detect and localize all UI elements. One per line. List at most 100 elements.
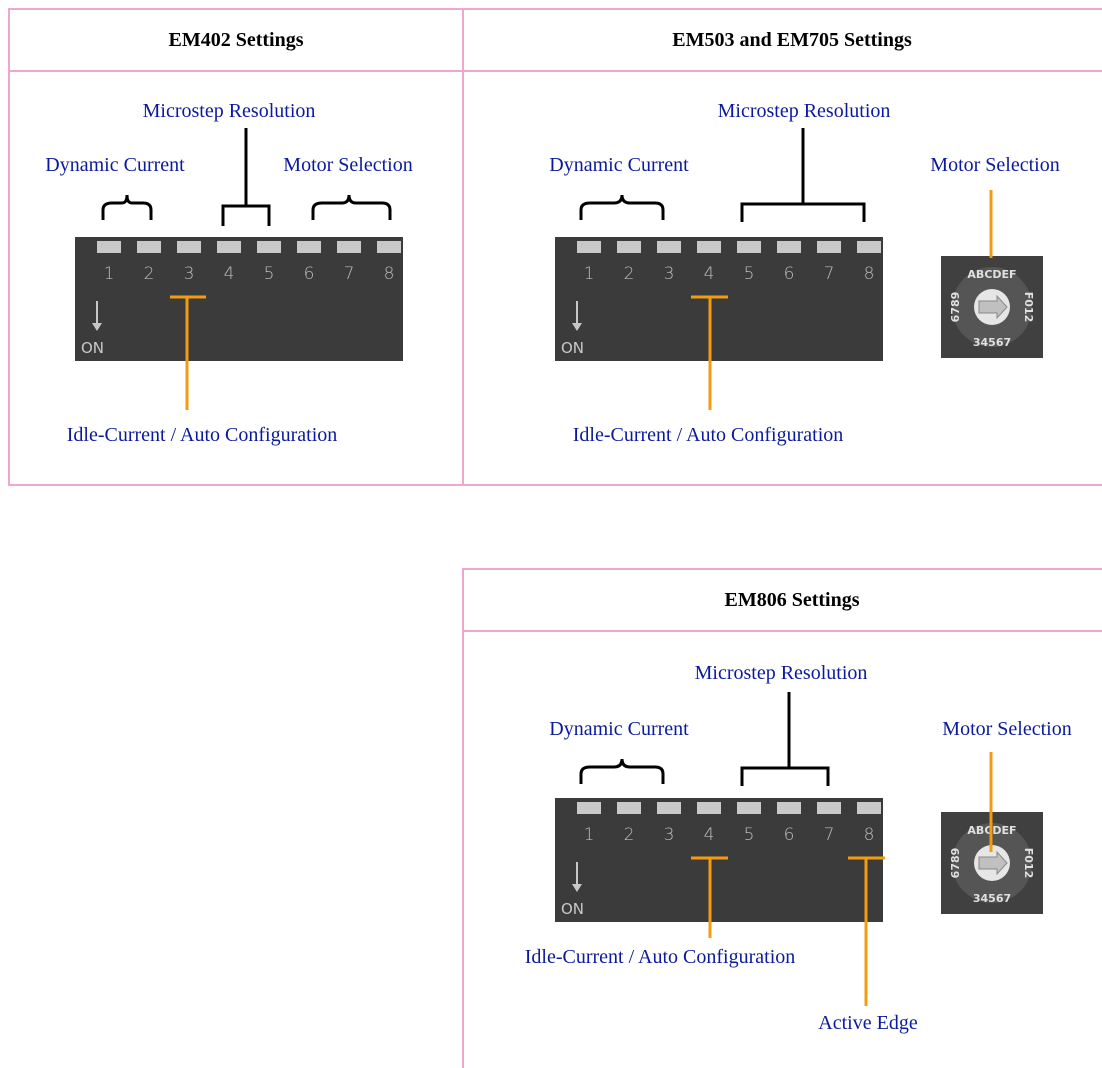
dip-slot	[657, 802, 681, 814]
dip-slot	[617, 241, 641, 253]
dip-slot	[217, 241, 241, 253]
svg-text:ABCDEF: ABCDEF	[967, 268, 1016, 281]
dip-number: 6	[783, 825, 795, 845]
on-label: ON	[561, 900, 585, 918]
rotary-dial-icon: ABCDEF 34567 6789 F012	[949, 823, 1035, 905]
em806-edge-label: Active Edge	[818, 1012, 918, 1034]
em806-dynamic-label: Dynamic Current	[549, 718, 689, 740]
dip-slot	[697, 241, 721, 253]
arrow-down-icon	[92, 301, 102, 331]
dip-slot	[177, 241, 201, 253]
em402-motor-label: Motor Selection	[283, 154, 413, 176]
em402-microstep-label: Microstep Resolution	[142, 100, 316, 122]
em806-motor-label: Motor Selection	[942, 718, 1072, 740]
svg-text:6789: 6789	[949, 848, 962, 879]
dip-slot	[617, 802, 641, 814]
pointer-idle	[691, 856, 728, 938]
dip-slot	[377, 241, 401, 253]
on-label: ON	[81, 339, 105, 357]
brace-dynamic	[101, 194, 153, 220]
dip-number: 1	[583, 264, 595, 284]
dip-number: 5	[743, 264, 755, 284]
em503-idle-label: Idle-Current / Auto Configuration	[572, 424, 844, 446]
dip-slot	[737, 241, 761, 253]
dip-number: 3	[663, 264, 675, 284]
dip-number: 5	[263, 264, 275, 284]
bracket-microstep	[740, 692, 830, 786]
svg-text:34567: 34567	[973, 336, 1011, 349]
dip-number: 6	[783, 264, 795, 284]
on-label: ON	[561, 339, 585, 357]
dip-number: 2	[623, 264, 635, 284]
em503-microstep-label: Microstep Resolution	[717, 100, 891, 122]
dip-number: 2	[143, 264, 155, 284]
em503-panel: EM503 and EM705 Settings	[462, 8, 1102, 486]
dip-number: 7	[343, 264, 355, 284]
dip-slot	[97, 241, 121, 253]
em806-panel: EM806 Settings	[462, 568, 1102, 1068]
dip-number: 8	[863, 825, 875, 845]
dip-number: 2	[623, 825, 635, 845]
bracket-microstep	[221, 128, 271, 226]
svg-text:F012: F012	[1022, 848, 1035, 878]
arrow-down-icon	[572, 301, 582, 331]
dip-number: 4	[703, 825, 715, 845]
dip-number: 1	[103, 264, 115, 284]
dip-slot	[777, 241, 801, 253]
dip-number: 4	[223, 264, 235, 284]
arrow-down-icon	[572, 862, 582, 892]
dip-number: 8	[863, 264, 875, 284]
bracket-microstep	[740, 128, 866, 222]
dip-slot	[337, 241, 361, 253]
em503-dynamic-label: Dynamic Current	[549, 154, 689, 176]
pointer-idle	[170, 295, 206, 410]
em806-microstep-label: Microstep Resolution	[694, 662, 868, 684]
dip-slot	[137, 241, 161, 253]
brace-dynamic	[579, 194, 665, 220]
dip-number: 8	[383, 264, 395, 284]
dip-number: 7	[823, 264, 835, 284]
dip-slot	[257, 241, 281, 253]
dip-number: 7	[823, 825, 835, 845]
pointer-idle	[691, 295, 728, 410]
em402-dynamic-label: Dynamic Current	[45, 154, 185, 176]
svg-text:F012: F012	[1022, 292, 1035, 322]
em402-dip-switch: 1 2 3 4 5 6 7 8 ON	[75, 237, 403, 361]
em806-callouts	[579, 692, 993, 1006]
dip-number: 3	[183, 264, 195, 284]
dip-slot	[777, 802, 801, 814]
em806-rotary-switch: ABCDEF 34567 6789 F012	[941, 812, 1043, 914]
em402-callouts	[101, 128, 392, 410]
rotary-dial-icon: ABCDEF 34567 6789 F012	[949, 267, 1035, 349]
em503-rotary-switch: ABCDEF 34567 6789 F012	[941, 256, 1043, 358]
dip-slot	[857, 802, 881, 814]
em806-title: EM806 Settings	[464, 570, 1102, 632]
dip-number: 3	[663, 825, 675, 845]
dip-slot	[577, 241, 601, 253]
em503-callouts	[579, 128, 993, 410]
dip-slot	[857, 241, 881, 253]
dip-number: 5	[743, 825, 755, 845]
dip-slot	[817, 241, 841, 253]
dip-number: 4	[703, 264, 715, 284]
dip-slot	[737, 802, 761, 814]
em402-idle-label: Idle-Current / Auto Configuration	[66, 424, 338, 446]
brace-motor	[311, 194, 392, 220]
dip-number: 6	[303, 264, 315, 284]
svg-text:6789: 6789	[949, 292, 962, 323]
dip-slot	[577, 802, 601, 814]
dip-slot	[297, 241, 321, 253]
svg-text:34567: 34567	[973, 892, 1011, 905]
dip-slot	[817, 802, 841, 814]
em806-idle-label: Idle-Current / Auto Configuration	[524, 946, 796, 968]
brace-dynamic	[579, 758, 665, 784]
em806-dip-switch: 1 2 3 4 5 6 7 8 ON	[555, 798, 883, 922]
dip-slot	[697, 802, 721, 814]
dip-number: 1	[583, 825, 595, 845]
em503-title: EM503 and EM705 Settings	[464, 10, 1102, 72]
dip-slot	[657, 241, 681, 253]
em503-motor-label: Motor Selection	[930, 154, 1060, 176]
pointer-edge	[848, 856, 885, 1006]
em402-title: EM402 Settings	[10, 10, 462, 72]
em503-dip-switch: 1 2 3 4 5 6 7 8 ON	[555, 237, 883, 361]
